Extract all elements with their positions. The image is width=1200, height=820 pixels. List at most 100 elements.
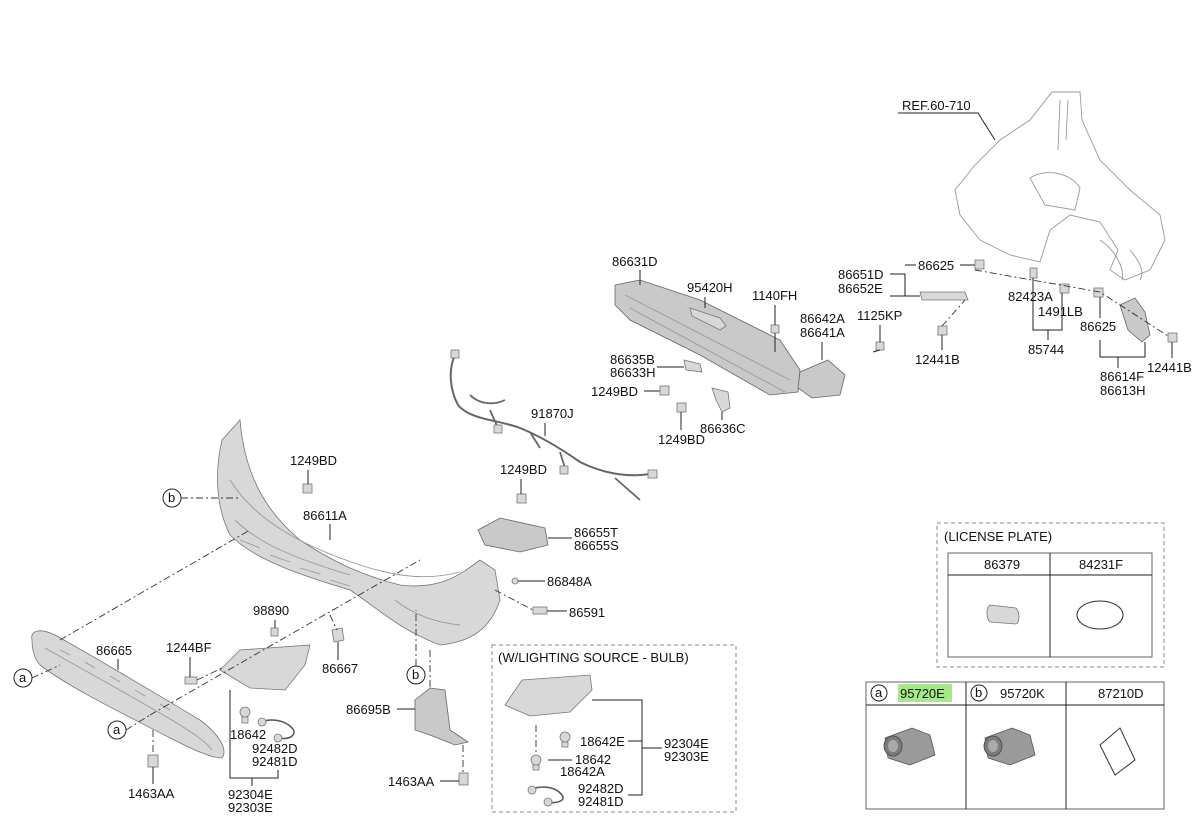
bumper-cover-86611A [217, 419, 501, 646]
parking-sensor-95720K [983, 727, 1036, 766]
label-92482D-box: 92482D [578, 781, 624, 796]
body-reference-outline [954, 91, 1166, 281]
label-12441B-right: 12441B [1147, 360, 1192, 375]
label-1249BD-right: 1249BD [500, 462, 547, 477]
bolt-12441B-left [937, 325, 948, 336]
label-92481D-left: 92481D [252, 754, 298, 769]
sensor-part-87210D[interactable]: 87210D [1098, 686, 1144, 701]
clip-98890 [270, 627, 279, 637]
label-1491LB: 1491LB [1038, 304, 1083, 319]
bulb-option-box [491, 644, 737, 813]
label-18642-box: 18642 [575, 752, 611, 767]
label-92482D-left: 92482D [252, 741, 298, 756]
label-86652E: 86652E [838, 281, 883, 296]
sensor-callout-b-text: b [975, 685, 982, 700]
bolt-1249BD-right [516, 493, 527, 504]
sensor-part-95720K[interactable]: 95720K [1000, 686, 1045, 701]
clip-1463AA-right [458, 772, 469, 786]
clip-82423A [1029, 267, 1038, 279]
wiring-harness-91870J [449, 349, 658, 501]
bulb-18642-box [530, 754, 542, 771]
parking-sensor-95720E [883, 727, 936, 766]
label-92304E-box: 92304E [664, 736, 709, 751]
reflex-lamp-bulb [504, 674, 593, 717]
part-86642A [797, 359, 846, 399]
callout-a-bottom-text: a [113, 722, 121, 737]
label-86667: 86667 [322, 661, 358, 676]
label-1125KP: 1125KP [857, 308, 902, 323]
label-85744: 85744 [1028, 342, 1064, 357]
clip-1463AA-left [147, 754, 159, 768]
label-18642A: 18642A [560, 764, 605, 779]
bumper-beam [614, 279, 801, 396]
label-92303E-left: 92303E [228, 800, 273, 815]
label-86625-top: 86625 [918, 258, 954, 273]
label-86642A: 86642A [800, 311, 845, 326]
bulb-18642-left [239, 706, 251, 724]
bolt-12441B-right [1167, 332, 1178, 343]
clip-86625-top [974, 259, 985, 270]
callout-a-left-text: a [19, 670, 27, 685]
plate-pad-84231F [1076, 600, 1124, 630]
bracket-86614F [1119, 297, 1151, 343]
sensor-part-95720E[interactable]: 95720E [900, 686, 945, 701]
label-86848A: 86848A [547, 574, 592, 589]
license-box-title: (LICENSE PLATE) [944, 529, 1052, 544]
screw-1491LB [1059, 283, 1070, 294]
sensor-callout-a-text: a [875, 685, 883, 700]
sensor-callout-b [970, 684, 988, 702]
callout-b-bottom-text: b [412, 667, 419, 682]
label-86611A: 86611A [303, 508, 347, 523]
bolt-1249BD-beam-lower [676, 402, 687, 413]
wire-92482D-box [527, 785, 564, 807]
license-col-84231F: 84231F [1079, 557, 1123, 572]
reflex-lamp-left [219, 644, 311, 691]
license-plate-box [936, 522, 1165, 668]
clip-86625-right [1093, 287, 1104, 298]
bolt-1249BD-left [302, 483, 313, 494]
label-86635B: 86635B [610, 352, 655, 367]
label-1463AA-left: 1463AA [128, 786, 175, 801]
label-86625-right: 86625 [1080, 319, 1116, 334]
label-1249BD-beam-lower: 1249BD [658, 432, 705, 447]
label-1463AA-right: 1463AA [388, 774, 435, 789]
bulb-18642E [559, 731, 571, 748]
bolt-1125KP [872, 341, 885, 353]
label-86633H: 86633H [610, 365, 656, 380]
label-86613H: 86613H [1100, 383, 1146, 398]
wire-92482D-left [257, 717, 295, 743]
bracket-86651D [919, 291, 969, 301]
label-86665: 86665 [96, 643, 132, 658]
label-95420H: 95420H [687, 280, 733, 295]
label-1244BF: 1244BF [166, 640, 212, 655]
label-1249BD-beam-upper: 1249BD [591, 384, 638, 399]
label-1249BD-left: 1249BD [290, 453, 337, 468]
label-92304E-left: 92304E [228, 787, 273, 802]
label-86651D: 86651D [838, 267, 884, 282]
sensor-pad-87210D [1099, 727, 1136, 776]
label-86641A: 86641A [800, 325, 845, 340]
label-ref: REF.60-710 [902, 98, 971, 113]
clip-86848A [511, 577, 519, 585]
bracket-86695B [414, 687, 469, 746]
bolt-1249BD-beam-upper [659, 385, 670, 396]
label-86655T: 86655T [574, 525, 618, 540]
sensor-table [865, 681, 1165, 810]
plate-bumper-86379 [986, 604, 1020, 625]
bracket-86636C [711, 387, 731, 413]
label-91870J: 91870J [531, 406, 574, 421]
label-92303E-box: 92303E [664, 749, 709, 764]
screw-86591 [532, 606, 548, 615]
label-18642E: 18642E [580, 734, 625, 749]
label-86636C: 86636C [700, 421, 746, 436]
label-98890: 98890 [253, 603, 289, 618]
label-92481D-box: 92481D [578, 794, 624, 809]
bulb-box-title: (W/LIGHTING SOURCE - BULB) [498, 650, 689, 665]
bracket-86635B [683, 359, 703, 373]
label-86591: 86591 [569, 605, 605, 620]
part-86667 [331, 627, 345, 643]
part-95420H [689, 307, 727, 331]
bracket-86655T [477, 517, 549, 553]
label-18642-left: 18642 [230, 727, 266, 742]
